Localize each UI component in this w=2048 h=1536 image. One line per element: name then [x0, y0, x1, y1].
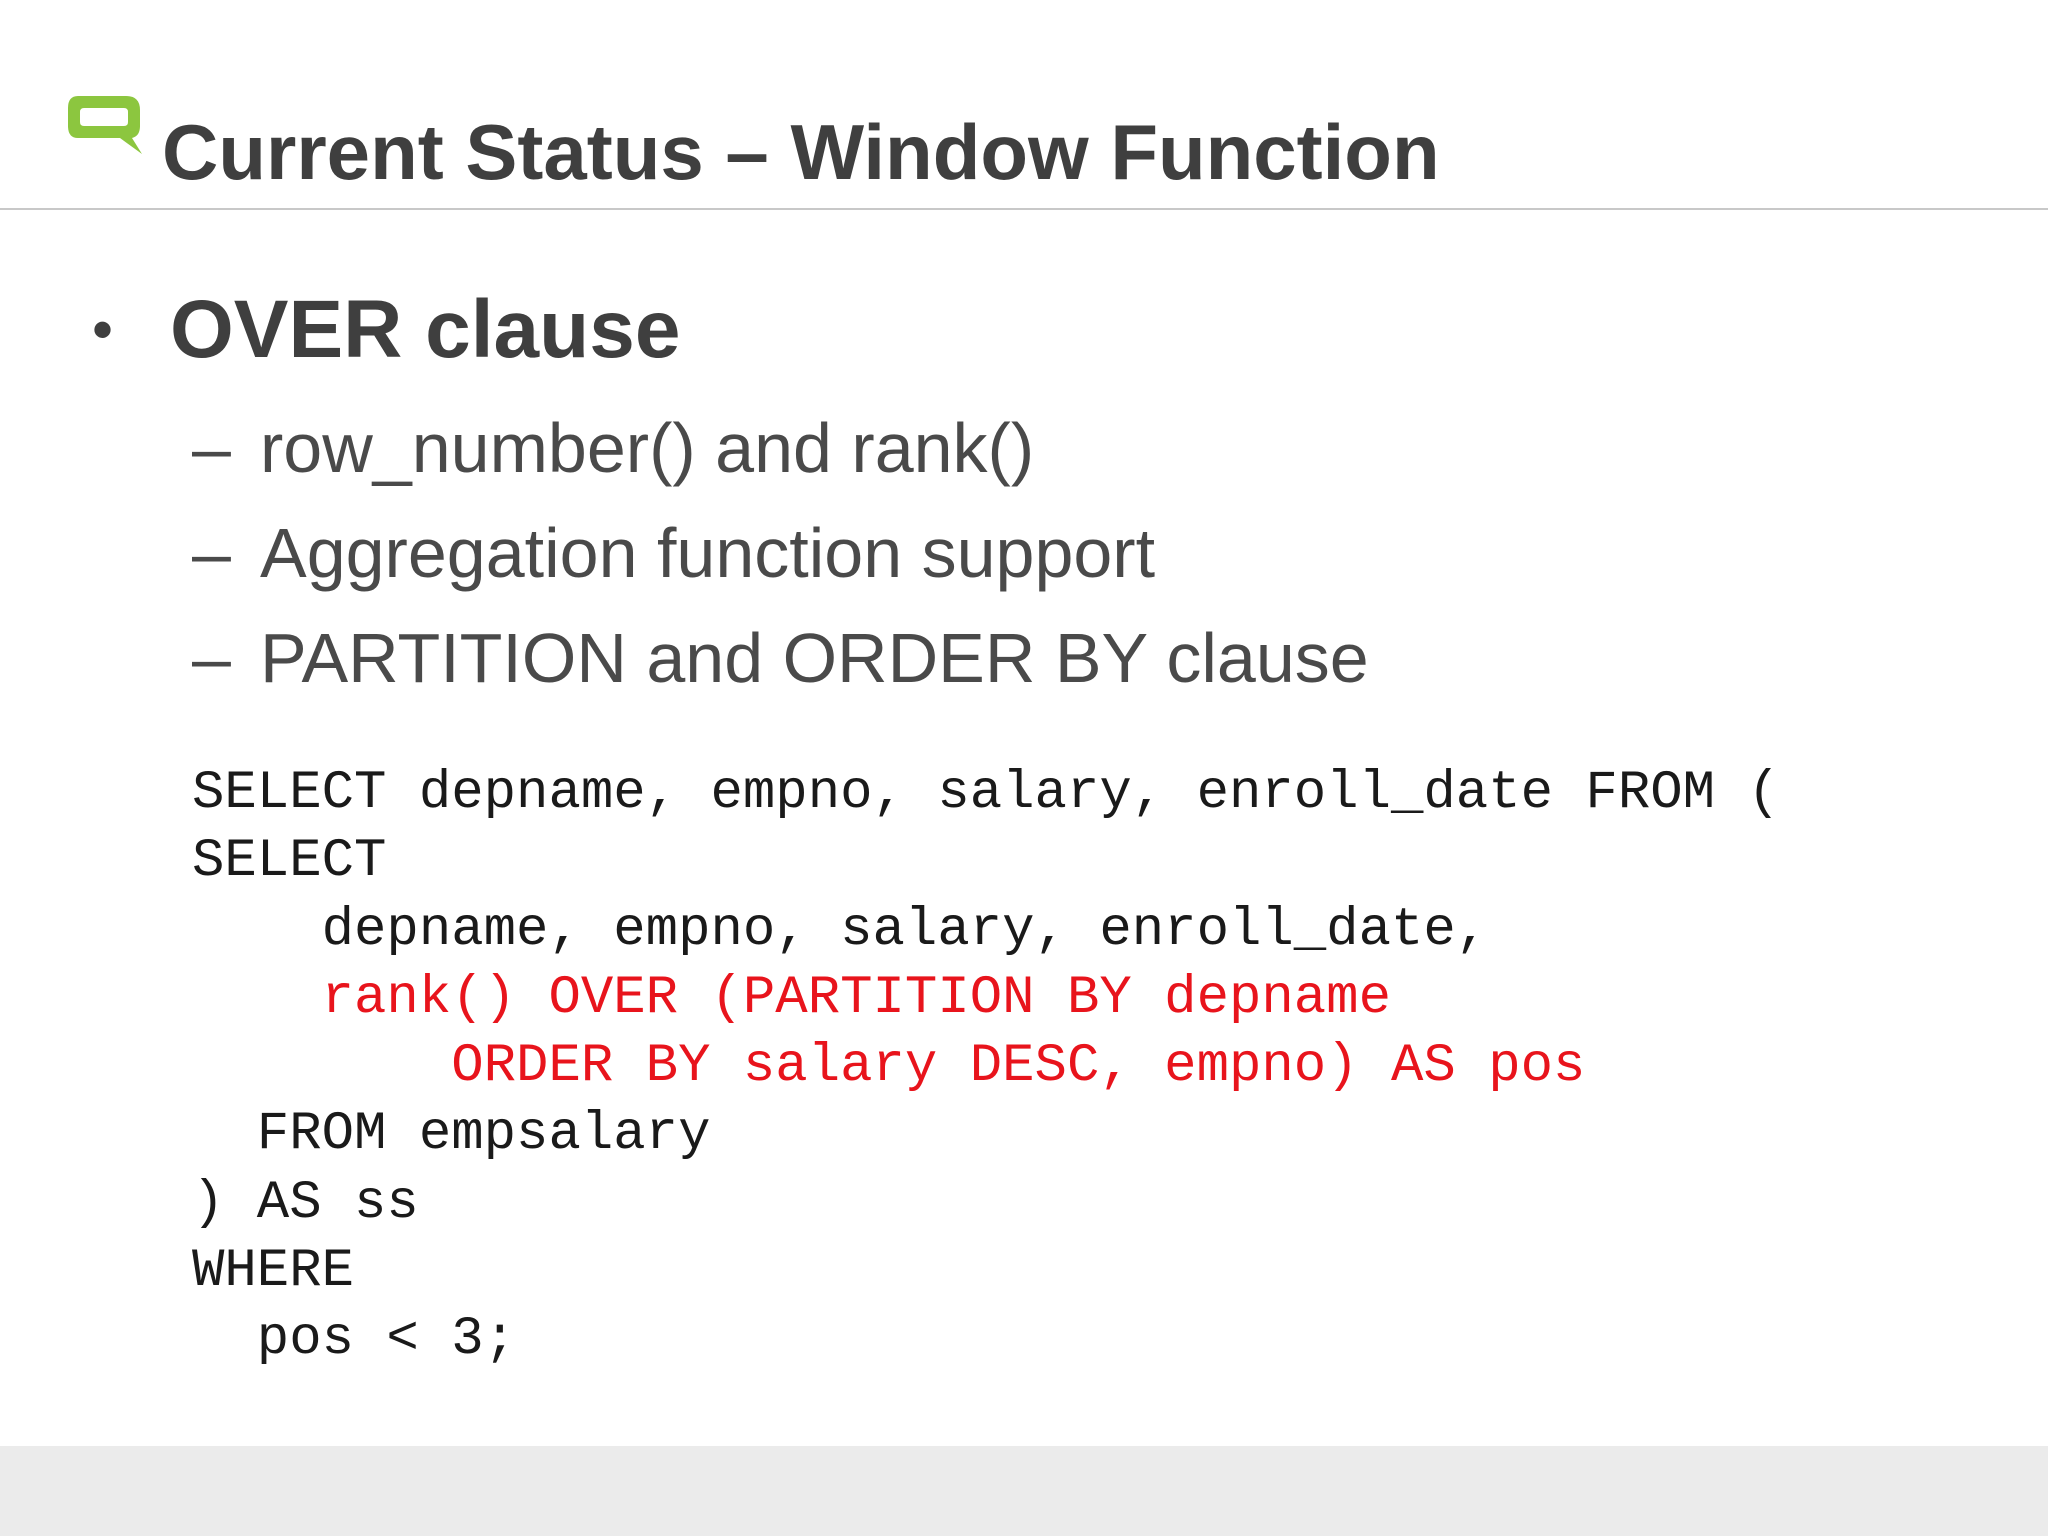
- sub-bullet-marker: –: [192, 619, 231, 697]
- bottom-band: [0, 1446, 2048, 1536]
- sub-bullet-item: –Aggregation function support: [192, 501, 1369, 606]
- bullet-text: OVER clause: [170, 284, 681, 375]
- sub-bullet-text: Aggregation function support: [260, 514, 1156, 592]
- bullet-over-clause: • OVER clause: [92, 280, 680, 380]
- code-line-highlighted: ORDER BY salary DESC, empno) AS pos: [192, 1036, 1586, 1098]
- code-line-highlighted: rank() OVER (PARTITION BY depname: [192, 967, 1391, 1029]
- sql-code-block: SELECT depname, empno, salary, enroll_da…: [192, 760, 1780, 1375]
- slide: Current Status – Window Function • OVER c…: [0, 96, 2048, 1375]
- code-line: SELECT depname, empno, salary, enroll_da…: [192, 763, 1780, 824]
- code-line: ) AS ss: [192, 1172, 419, 1234]
- slide-title: Current Status – Window Function: [162, 108, 1440, 196]
- speech-bubble-logo-icon: [68, 96, 142, 154]
- sub-bullet-item: –PARTITION and ORDER BY clause: [192, 606, 1369, 711]
- code-line: SELECT: [192, 831, 387, 893]
- code-line: pos < 3;: [192, 1309, 517, 1371]
- code-line: FROM empsalary: [192, 1104, 711, 1166]
- sub-bullet-text: row_number() and rank(): [260, 409, 1035, 487]
- code-line: WHERE: [192, 1241, 355, 1303]
- sub-bullet-marker: –: [192, 514, 231, 592]
- sub-bullet-text: PARTITION and ORDER BY clause: [260, 619, 1369, 697]
- code-line: depname, empno, salary, enroll_date,: [192, 899, 1489, 961]
- bullet-marker: •: [92, 296, 114, 363]
- sub-bullet-marker: –: [192, 409, 231, 487]
- title-divider: [0, 208, 2048, 210]
- sub-bullet-item: –row_number() and rank(): [192, 396, 1369, 501]
- sub-bullet-list: –row_number() and rank() –Aggregation fu…: [192, 396, 1369, 711]
